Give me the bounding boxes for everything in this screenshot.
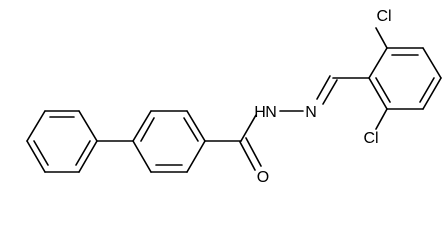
- bond: [186, 140, 206, 173]
- bond: [26, 140, 46, 173]
- bond-inner: [140, 117, 155, 142]
- bond: [422, 77, 442, 110]
- bond: [78, 140, 98, 173]
- bond-inner: [375, 77, 391, 103]
- bond-inner: [75, 140, 91, 166]
- bond-inner: [33, 140, 49, 166]
- bond: [245, 137, 262, 167]
- bond: [239, 141, 256, 171]
- bond: [375, 108, 388, 130]
- chlorine-label-bottom: Cl: [363, 130, 378, 147]
- bond: [240, 114, 257, 142]
- bond: [322, 79, 338, 105]
- bond: [132, 140, 152, 173]
- chlorine-label-top: Cl: [376, 8, 391, 25]
- bond: [316, 75, 331, 100]
- bond: [132, 110, 152, 142]
- oxygen-label: O: [257, 169, 269, 186]
- hydrogen-label: H: [254, 104, 266, 121]
- atom-labels: H N N O Cl Cl: [254, 8, 391, 186]
- bond: [26, 110, 46, 142]
- bond-inner: [183, 117, 199, 142]
- bond: [375, 27, 388, 49]
- bond: [368, 47, 388, 79]
- bond: [186, 110, 206, 142]
- bonds: [26, 27, 442, 173]
- nitrogen-label-imine: N: [305, 104, 317, 121]
- bond: [368, 77, 388, 110]
- nitrogen-label-amide: N: [265, 104, 277, 121]
- chemical-structure: H N N O Cl Cl: [26, 8, 442, 186]
- bond: [422, 47, 442, 79]
- bond-inner: [419, 77, 435, 103]
- bond: [78, 110, 98, 142]
